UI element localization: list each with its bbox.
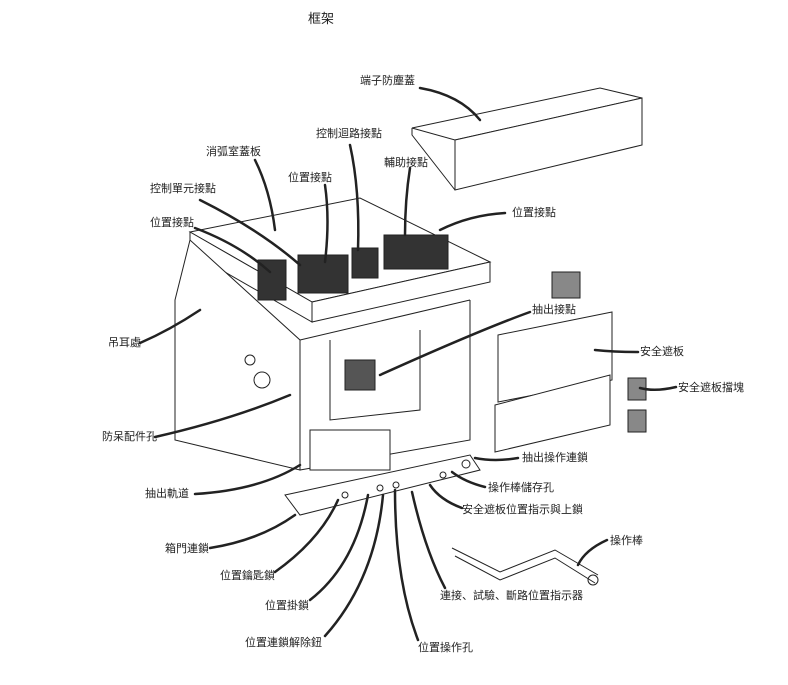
label-mismatch-fitting-hole: 防呆配件孔 <box>102 430 157 443</box>
label-control-unit-contacts: 控制單元接點 <box>150 182 216 195</box>
leader-lines <box>138 86 678 642</box>
label-position-indicator: 連接、試驗、斷路位置指示器 <box>440 589 583 602</box>
label-position-contacts: 位置接點 <box>150 216 194 229</box>
label-lifting-point: 吊耳處 <box>108 336 141 349</box>
label-drawout-rail: 抽出軌道 <box>145 487 189 500</box>
label-handle-storage-hole: 操作棒儲存孔 <box>488 481 554 494</box>
label-position-operating-hole: 位置操作孔 <box>418 641 473 654</box>
label-auxiliary-contacts: 輔助接點 <box>384 156 428 169</box>
safety-shutters <box>494 271 647 453</box>
label-safety-shutter-stopper: 安全遮板擋塊 <box>678 381 744 394</box>
label-drawout-interlock: 抽出操作連鎖 <box>522 451 588 464</box>
label-safety-shutter: 安全遮板 <box>640 345 684 358</box>
label-door-interlock: 箱門連鎖 <box>165 542 209 555</box>
label-arc-chamber-cover: 消弧室蓋板 <box>206 145 261 158</box>
label-position-contacts: 位置接點 <box>288 171 332 184</box>
label-shutter-indicator-lock: 安全遮板位置指示與上鎖 <box>462 503 583 516</box>
label-drawout-contacts: 抽出接點 <box>532 303 576 316</box>
label-position-padlock: 位置掛鎖 <box>265 599 309 612</box>
frame-body <box>174 197 492 516</box>
terminal-dust-cover <box>411 87 643 191</box>
label-control-circuit-contacts: 控制迴路接點 <box>316 127 382 140</box>
operating-handle-drawing <box>451 547 599 586</box>
label-position-contacts: 位置接點 <box>512 206 556 219</box>
label-position-key-lock: 位置鑰匙鎖 <box>220 569 275 582</box>
diagram-title: 框架 <box>308 12 335 27</box>
label-position-interlock-release: 位置連鎖解除鈕 <box>245 636 322 649</box>
label-terminal-dust-cover: 端子防塵蓋 <box>360 74 415 87</box>
label-operating-handle: 操作棒 <box>610 534 643 547</box>
